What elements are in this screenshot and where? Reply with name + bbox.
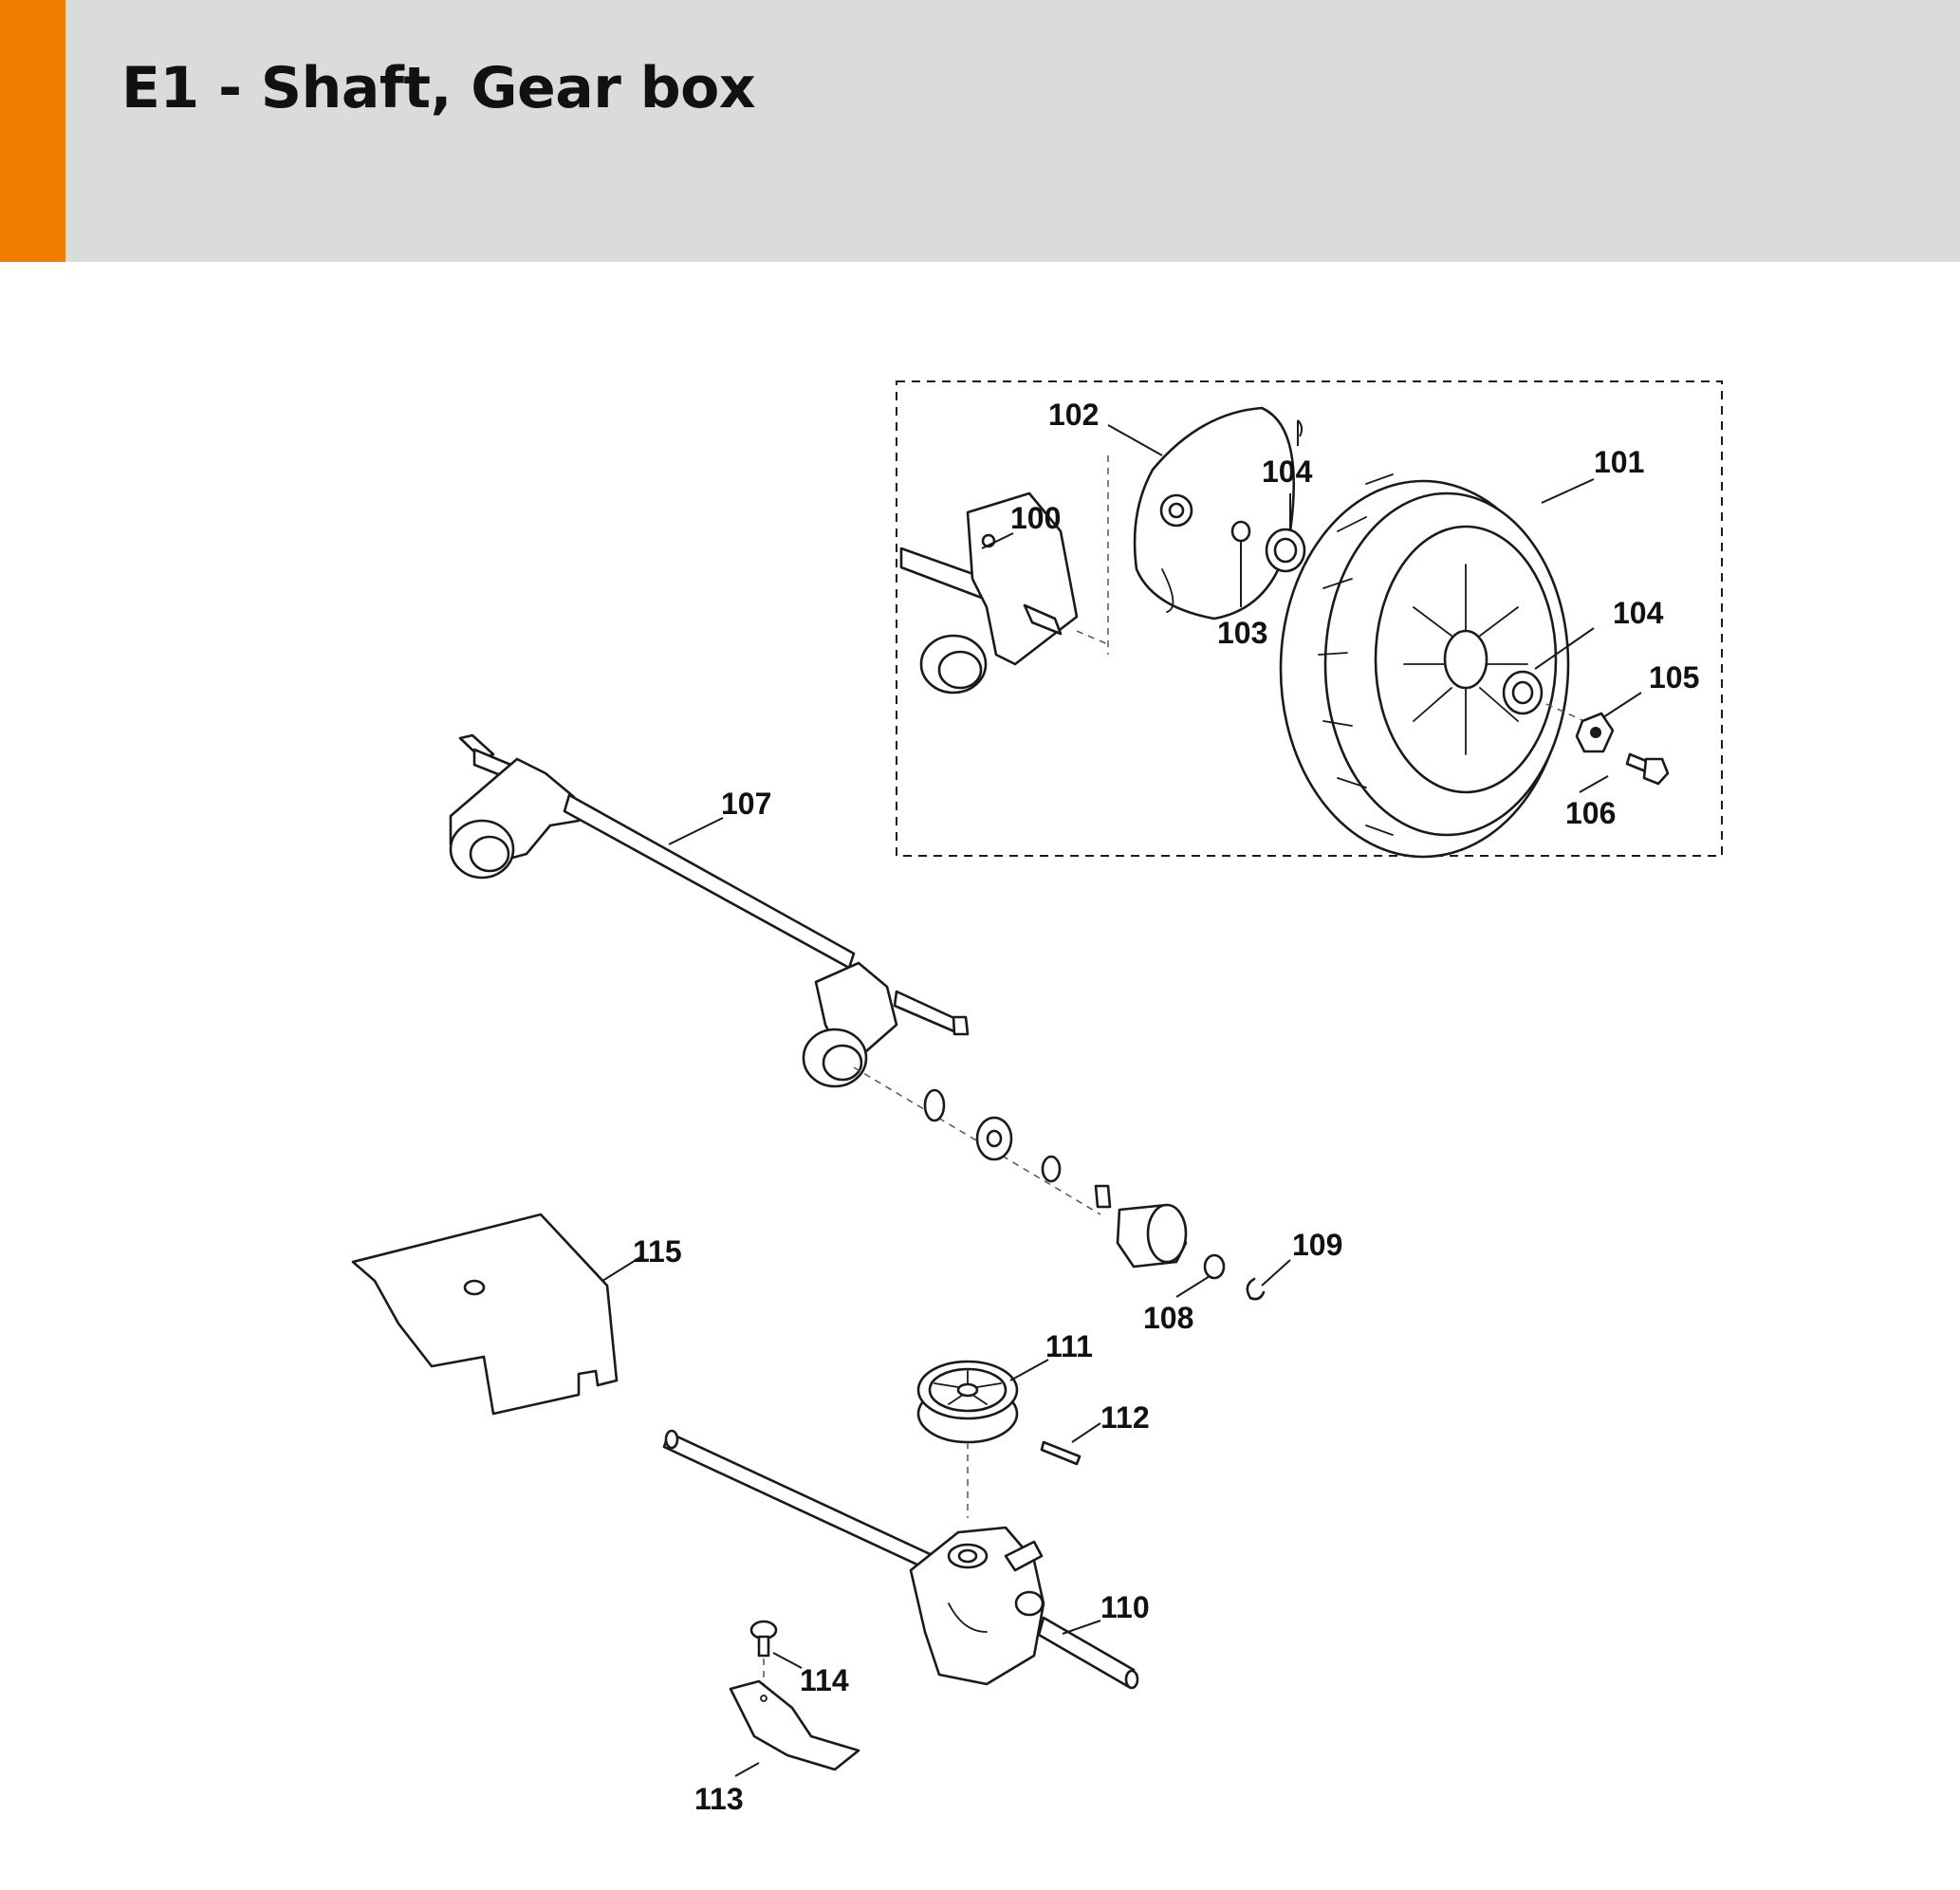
- leader-lines: [601, 419, 1642, 1777]
- callout-100[interactable]: 100: [1010, 501, 1061, 535]
- callout-109[interactable]: 109: [1292, 1228, 1342, 1262]
- part-110-gearbox[interactable]: [662, 1429, 1139, 1690]
- callout-112[interactable]: 112: [1100, 1400, 1150, 1435]
- page-header: E1 - Shaft, Gear box: [0, 0, 1960, 262]
- gear-washers-group: [923, 1088, 1188, 1269]
- callout-110[interactable]: 110: [1100, 1590, 1150, 1624]
- callout-104-upper[interactable]: 104: [1262, 454, 1313, 489]
- part-106-screw[interactable]: [1625, 752, 1670, 786]
- part-103-washer[interactable]: [1230, 520, 1251, 543]
- part-111-pulley[interactable]: [916, 1360, 1019, 1444]
- callout-113[interactable]: 113: [694, 1782, 744, 1816]
- part-101-wheel[interactable]: [1279, 473, 1570, 859]
- callout-103[interactable]: 103: [1217, 616, 1267, 650]
- header-accent-bar: [0, 0, 65, 262]
- callout-106[interactable]: 106: [1565, 796, 1616, 830]
- part-105-nut[interactable]: [1575, 712, 1615, 753]
- page-title: E1 - Shaft, Gear box: [121, 55, 756, 121]
- part-108-washer[interactable]: [1203, 1253, 1226, 1280]
- part-114-screw[interactable]: [749, 1620, 778, 1658]
- callout-115[interactable]: 115: [633, 1234, 682, 1269]
- part-104-bushing-upper[interactable]: [1265, 528, 1306, 573]
- part-112-pin[interactable]: [1040, 1440, 1082, 1466]
- part-115-cover[interactable]: [351, 1213, 619, 1416]
- callout-105[interactable]: 105: [1649, 660, 1699, 695]
- callout-111[interactable]: 111: [1045, 1329, 1093, 1363]
- wheel-assembly-box: [896, 380, 1723, 857]
- callout-101[interactable]: 101: [1594, 445, 1644, 479]
- part-104-bushing-lower[interactable]: [1502, 670, 1544, 715]
- callout-102[interactable]: 102: [1048, 398, 1099, 432]
- callout-108[interactable]: 108: [1143, 1301, 1193, 1335]
- part-107-axle[interactable]: [449, 733, 970, 1088]
- callout-104-lower[interactable]: 104: [1613, 596, 1664, 630]
- part-109-circlip[interactable]: [1246, 1277, 1266, 1301]
- part-102-hub-cap[interactable]: [1133, 406, 1296, 621]
- callout-107[interactable]: 107: [721, 787, 771, 821]
- callout-114[interactable]: 114: [800, 1663, 849, 1697]
- part-100-wheel-bracket[interactable]: [899, 491, 1079, 695]
- part-113-bracket[interactable]: [729, 1679, 860, 1771]
